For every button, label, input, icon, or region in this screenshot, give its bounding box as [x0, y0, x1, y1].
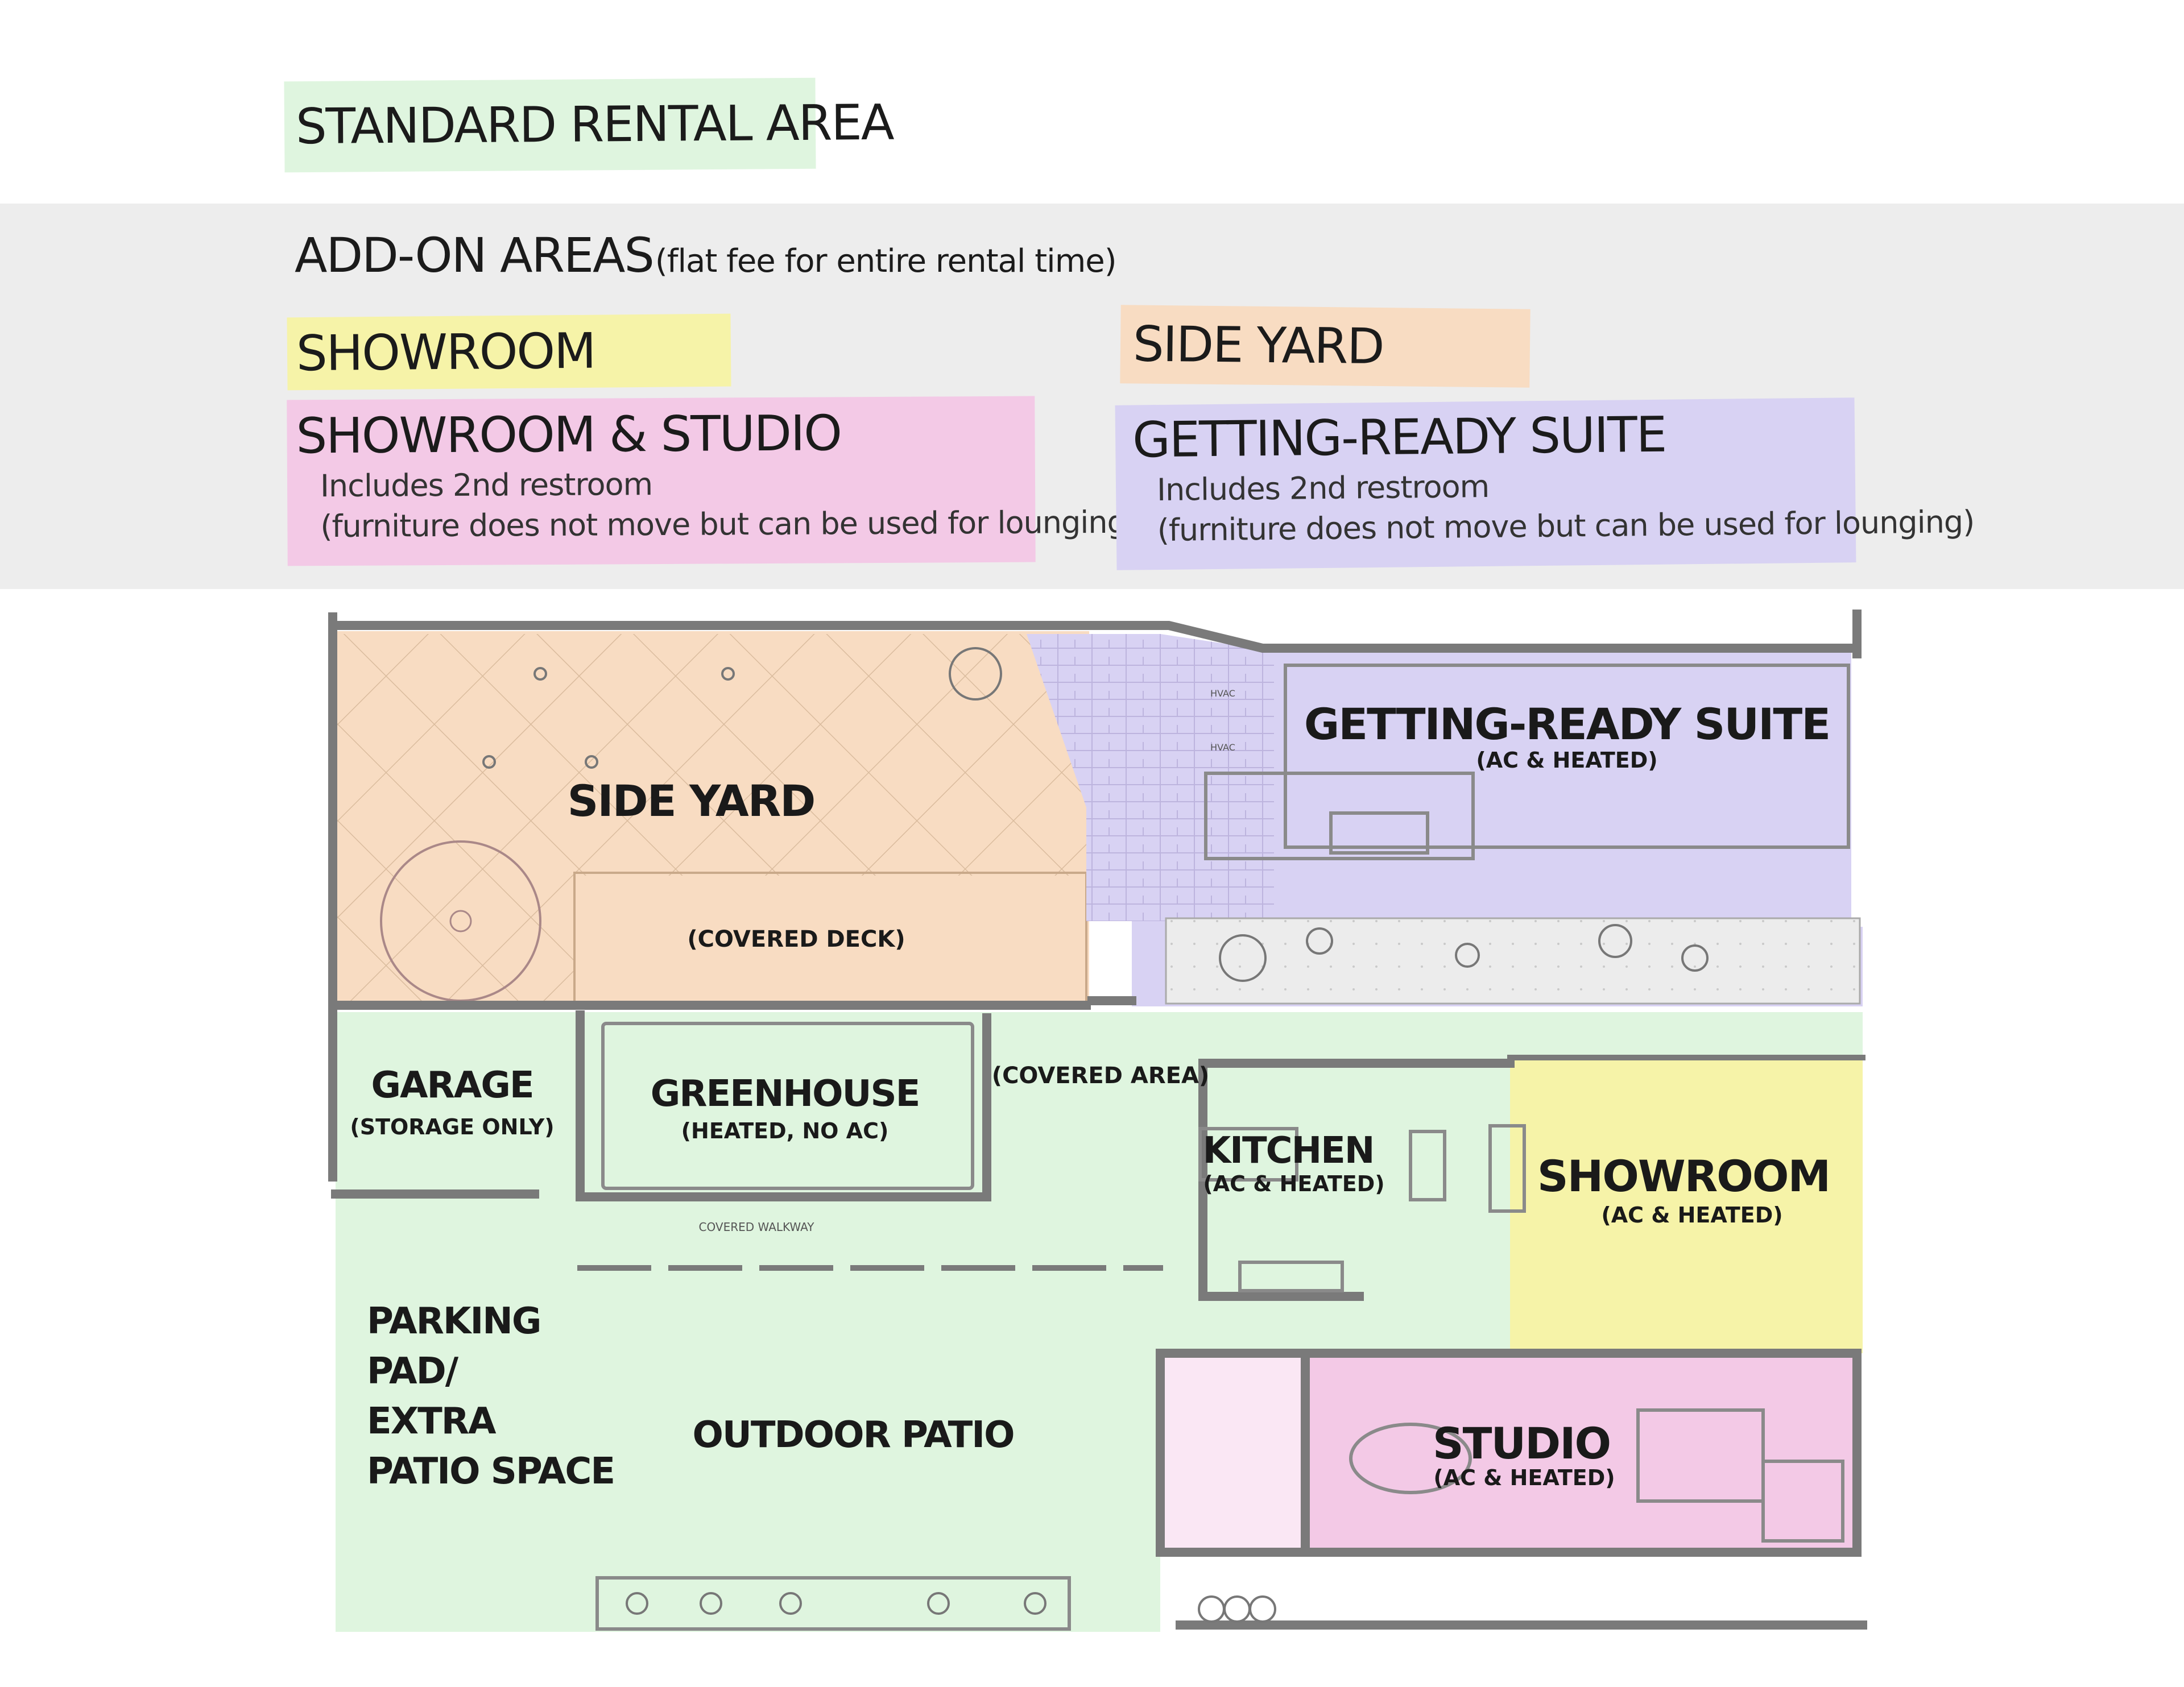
parking-label-line-2: PAD/	[367, 1350, 459, 1392]
getting-ready-label: GETTING-READY SUITE	[1304, 699, 1830, 749]
showroom-sub: (AC & HEATED)	[1601, 1203, 1782, 1228]
greenhouse-label: GREENHOUSE	[651, 1073, 920, 1115]
interior-lines	[595, 664, 1850, 1631]
covered-deck-label: (COVERED DECK)	[687, 926, 905, 952]
parking-label-line-3: EXTRA	[367, 1400, 497, 1443]
kitchen-sub: (AC & HEATED)	[1203, 1171, 1384, 1196]
walls	[328, 610, 1867, 1630]
addon-title: ADD-ON AREAS	[295, 227, 655, 283]
covered-area-label: (COVERED AREA)	[992, 1063, 1209, 1089]
showroom-fill	[1510, 1058, 1863, 1353]
addon-note: (flat fee for entire rental time)	[655, 243, 1117, 280]
greenhouse-sub: (HEATED, NO AC)	[681, 1118, 889, 1143]
studio-sub: (AC & HEATED)	[1433, 1465, 1615, 1490]
side-yard-pattern	[336, 634, 1086, 1001]
kitchen-label: KITCHEN	[1203, 1130, 1374, 1172]
garage-label: GARAGE	[371, 1064, 533, 1106]
showroom-label: SHOWROOM	[1537, 1151, 1830, 1201]
legend-addon-heading: ADD-ON AREAS (flat fee for entire rental…	[295, 227, 1117, 283]
plant-symbols	[482, 647, 1709, 1623]
brick-paving	[1027, 634, 1274, 921]
side-yard-label: SIDE YARD	[568, 776, 815, 826]
standard-area-fill	[336, 1012, 1863, 1632]
hvac-label-1: HVAC	[1210, 688, 1235, 699]
parking-label-line-1: PARKING	[367, 1300, 540, 1342]
covered-walkway-label: COVERED WALKWAY	[699, 1220, 815, 1234]
hvac-label-2: HVAC	[1210, 742, 1235, 753]
garage-sub: (STORAGE ONLY)	[350, 1114, 554, 1139]
getting-ready-sub: (AC & HEATED)	[1476, 748, 1657, 773]
outdoor-patio-label: OUTDOOR PATIO	[693, 1414, 1014, 1456]
parking-label-line-4: PATIO SPACE	[367, 1450, 614, 1493]
studio-label: STUDIO	[1433, 1418, 1610, 1469]
